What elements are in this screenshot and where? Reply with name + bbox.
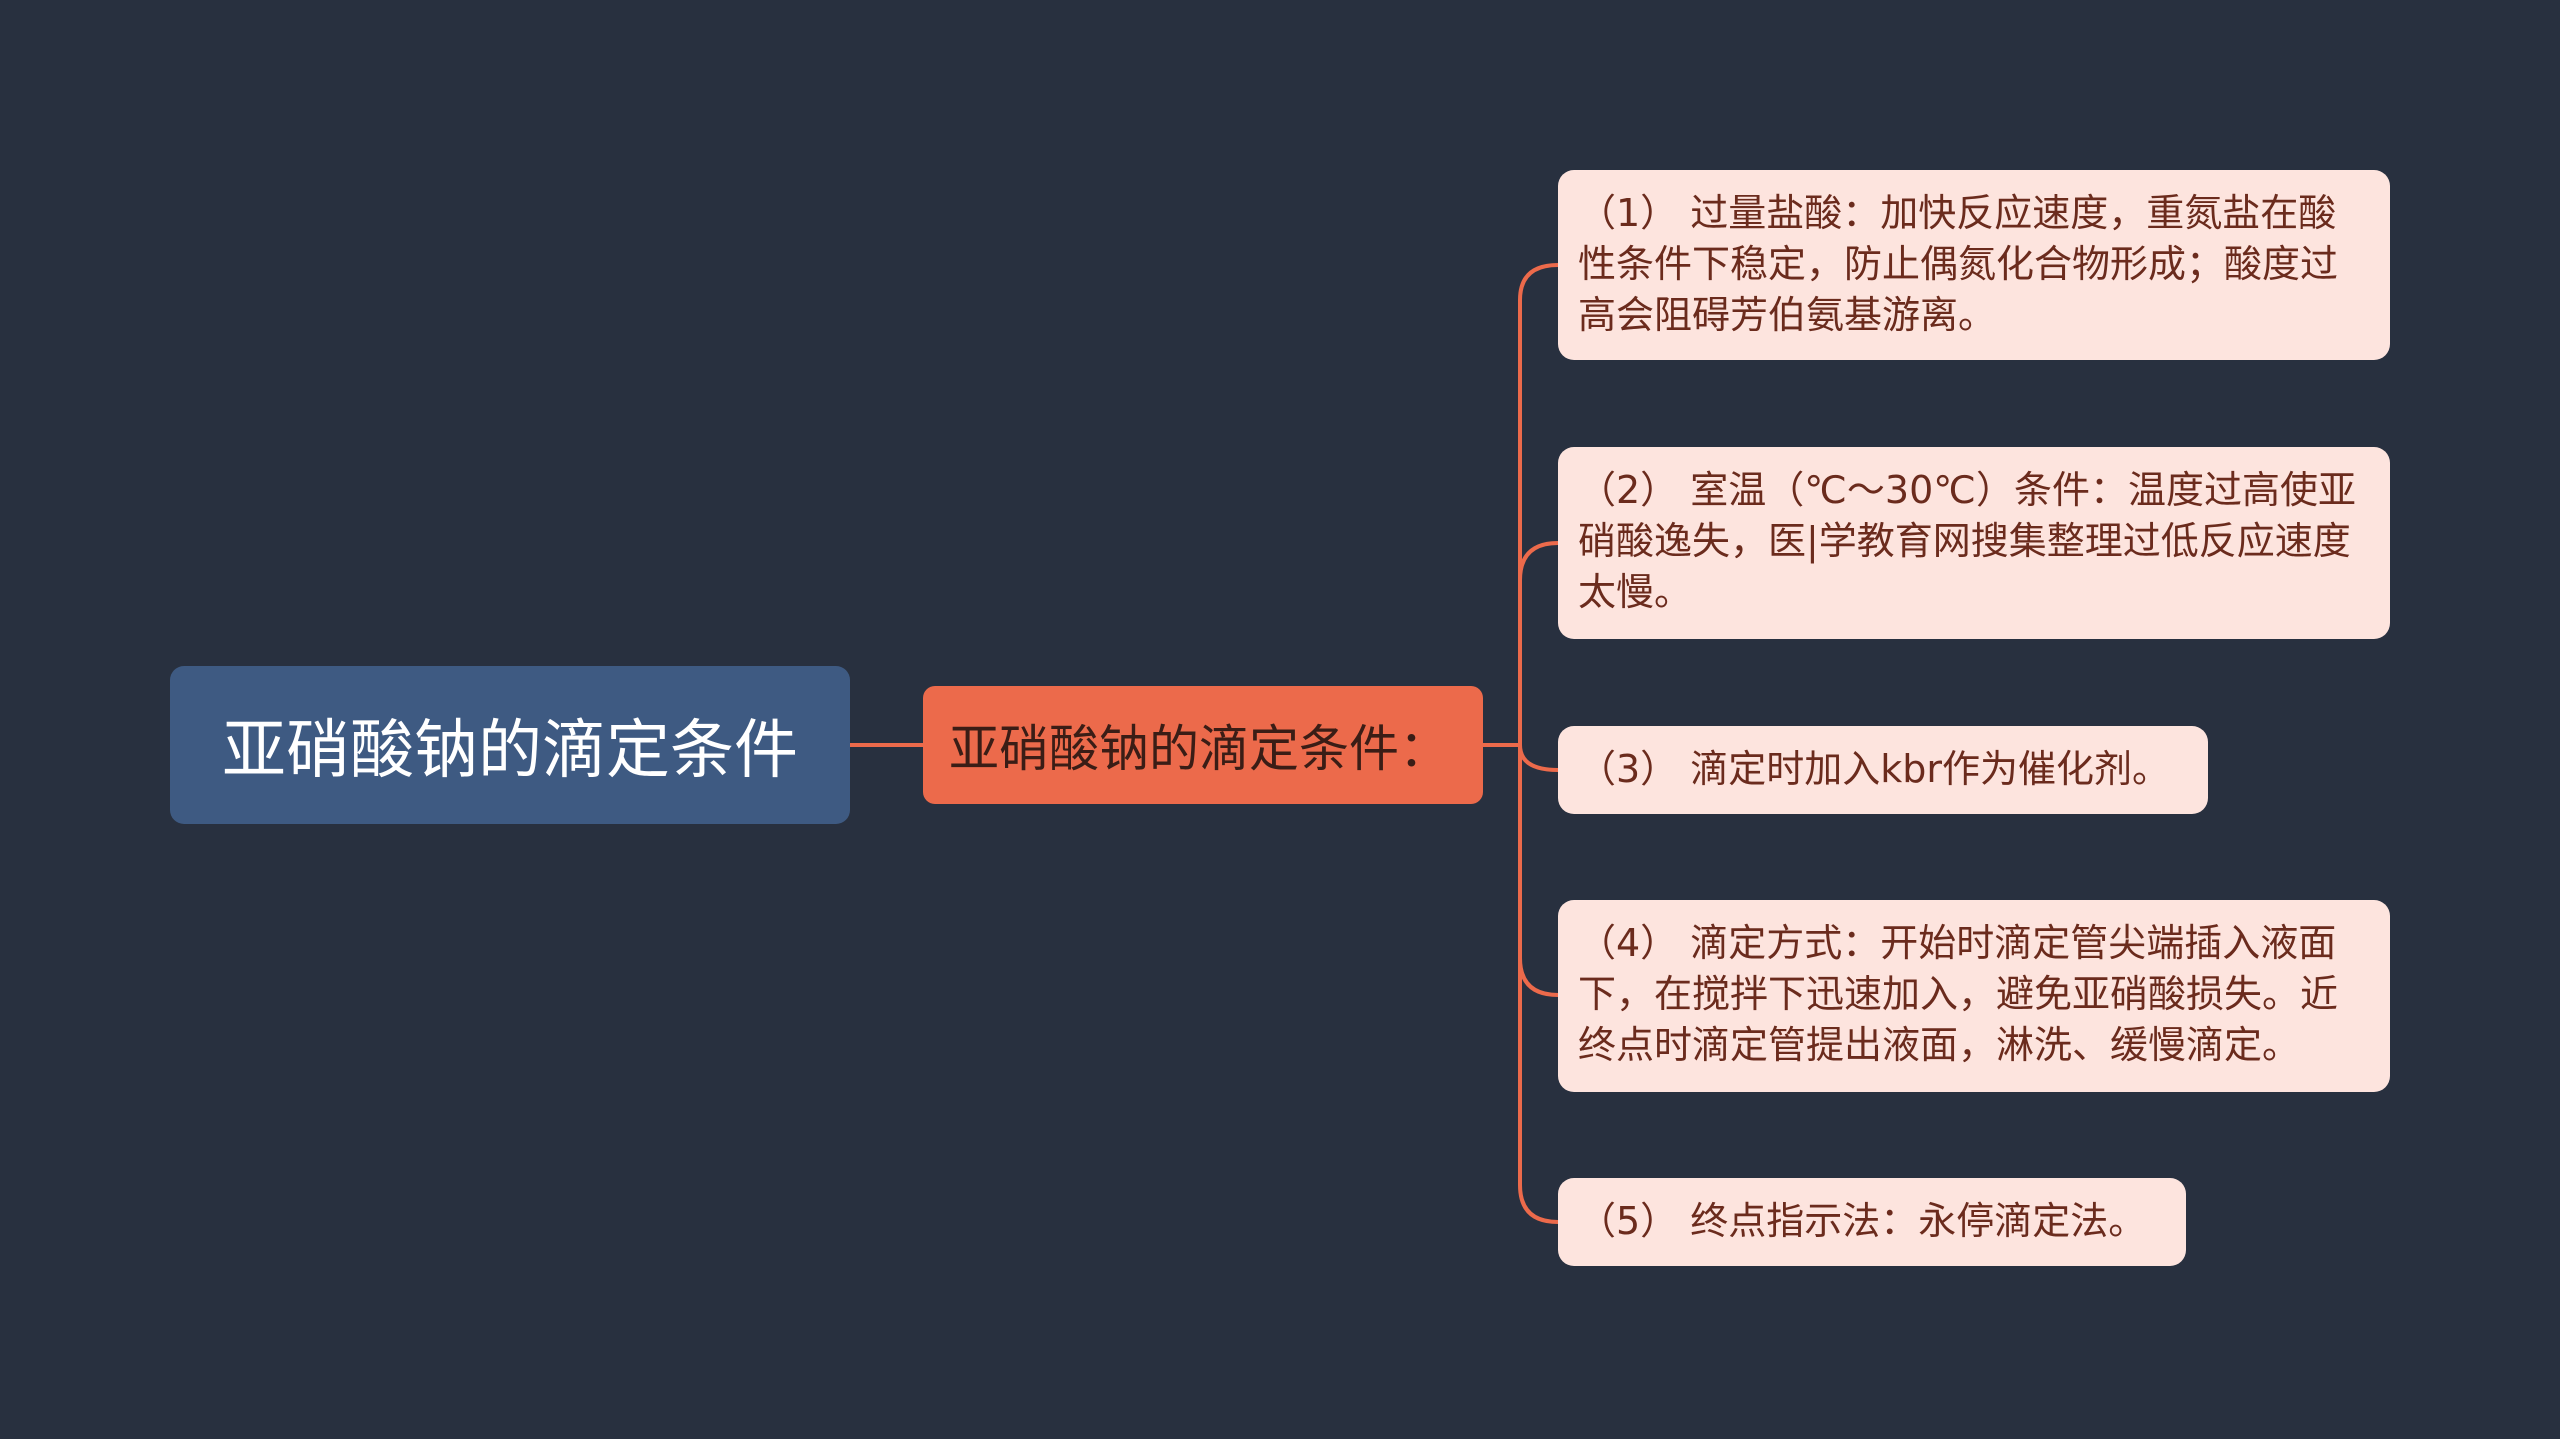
leaf-node-text: （2） 室温（℃～30℃）条件：温度过高使亚硝酸逸失，医|学教育网搜集整理过低反… [1578,468,2356,614]
leaf-node-5[interactable]: （5） 终点指示法：永停滴定法。 [1558,1178,2186,1266]
leaf-node-text: （3） 滴定时加入kbr作为催化剂。 [1578,747,2171,791]
leaf-4-connector [1518,957,1559,997]
branch-node[interactable]: 亚硝酸钠的滴定条件： [923,686,1483,804]
leaf-node-2[interactable]: （2） 室温（℃～30℃）条件：温度过高使亚硝酸逸失，医|学教育网搜集整理过低反… [1558,447,2390,639]
root-node-label: 亚硝酸钠的滴定条件 [222,714,798,788]
branch-node-label: 亚硝酸钠的滴定条件： [949,720,1449,778]
leaf-node-text: （5） 终点指示法：永停滴定法。 [1578,1199,2147,1243]
trunk-connector [1518,263,1559,1224]
leaf-2-connector [1518,541,1559,581]
leaf-node-text: （4） 滴定方式：开始时滴定管尖端插入液面下，在搅拌下迅速加入，避免亚硝酸损失。… [1578,921,2339,1067]
root-node[interactable]: 亚硝酸钠的滴定条件 [170,666,850,824]
leaf-node-text: （1） 过量盐酸：加快反应速度，重氮盐在酸性条件下稳定，防止偶氮化合物形成；酸度… [1578,191,2339,337]
leaf-3-connector [1518,744,1559,772]
leaf-node-4[interactable]: （4） 滴定方式：开始时滴定管尖端插入液面下，在搅拌下迅速加入，避免亚硝酸损失。… [1558,900,2390,1092]
leaf-node-1[interactable]: （1） 过量盐酸：加快反应速度，重氮盐在酸性条件下稳定，防止偶氮化合物形成；酸度… [1558,170,2390,360]
leaf-node-3[interactable]: （3） 滴定时加入kbr作为催化剂。 [1558,726,2208,814]
